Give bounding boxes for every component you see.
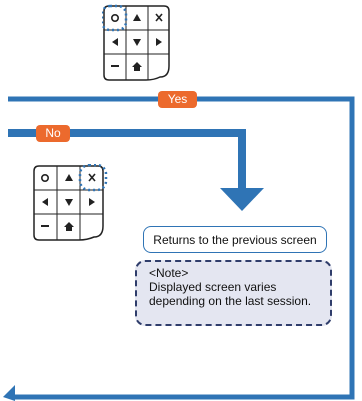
highlight-close-key — [78, 164, 108, 192]
right-arrow-icon — [156, 38, 162, 46]
result-text: Returns to the previous screen — [153, 233, 317, 247]
keypad-middle — [33, 164, 108, 241]
note-heading: <Note> — [149, 266, 189, 280]
home-icon — [64, 222, 74, 231]
left-arrow-icon — [42, 198, 48, 206]
note-line-1: Displayed screen varies — [149, 280, 277, 294]
result-box: Returns to the previous screen — [143, 226, 327, 253]
down-arrow-icon — [65, 199, 73, 206]
home-icon — [132, 62, 142, 71]
close-icon — [88, 173, 96, 182]
no-arrowhead — [220, 188, 264, 211]
close-icon — [155, 13, 163, 22]
no-label: No — [36, 125, 70, 142]
circle-key-icon — [41, 174, 50, 183]
left-arrow-icon — [112, 38, 118, 46]
yes-label: Yes — [158, 91, 197, 108]
up-arrow-icon — [65, 174, 73, 181]
down-arrow-icon — [133, 39, 141, 46]
keypad-top — [102, 4, 170, 81]
circle-key-icon — [111, 14, 120, 23]
note-box: <Note> Displayed screen varies depending… — [135, 260, 332, 326]
no-flow-line — [8, 129, 246, 190]
up-arrow-icon — [133, 14, 141, 21]
note-line-2: depending on the last session. — [149, 294, 312, 308]
right-arrow-icon — [89, 198, 95, 206]
yes-arrowhead — [3, 385, 15, 401]
